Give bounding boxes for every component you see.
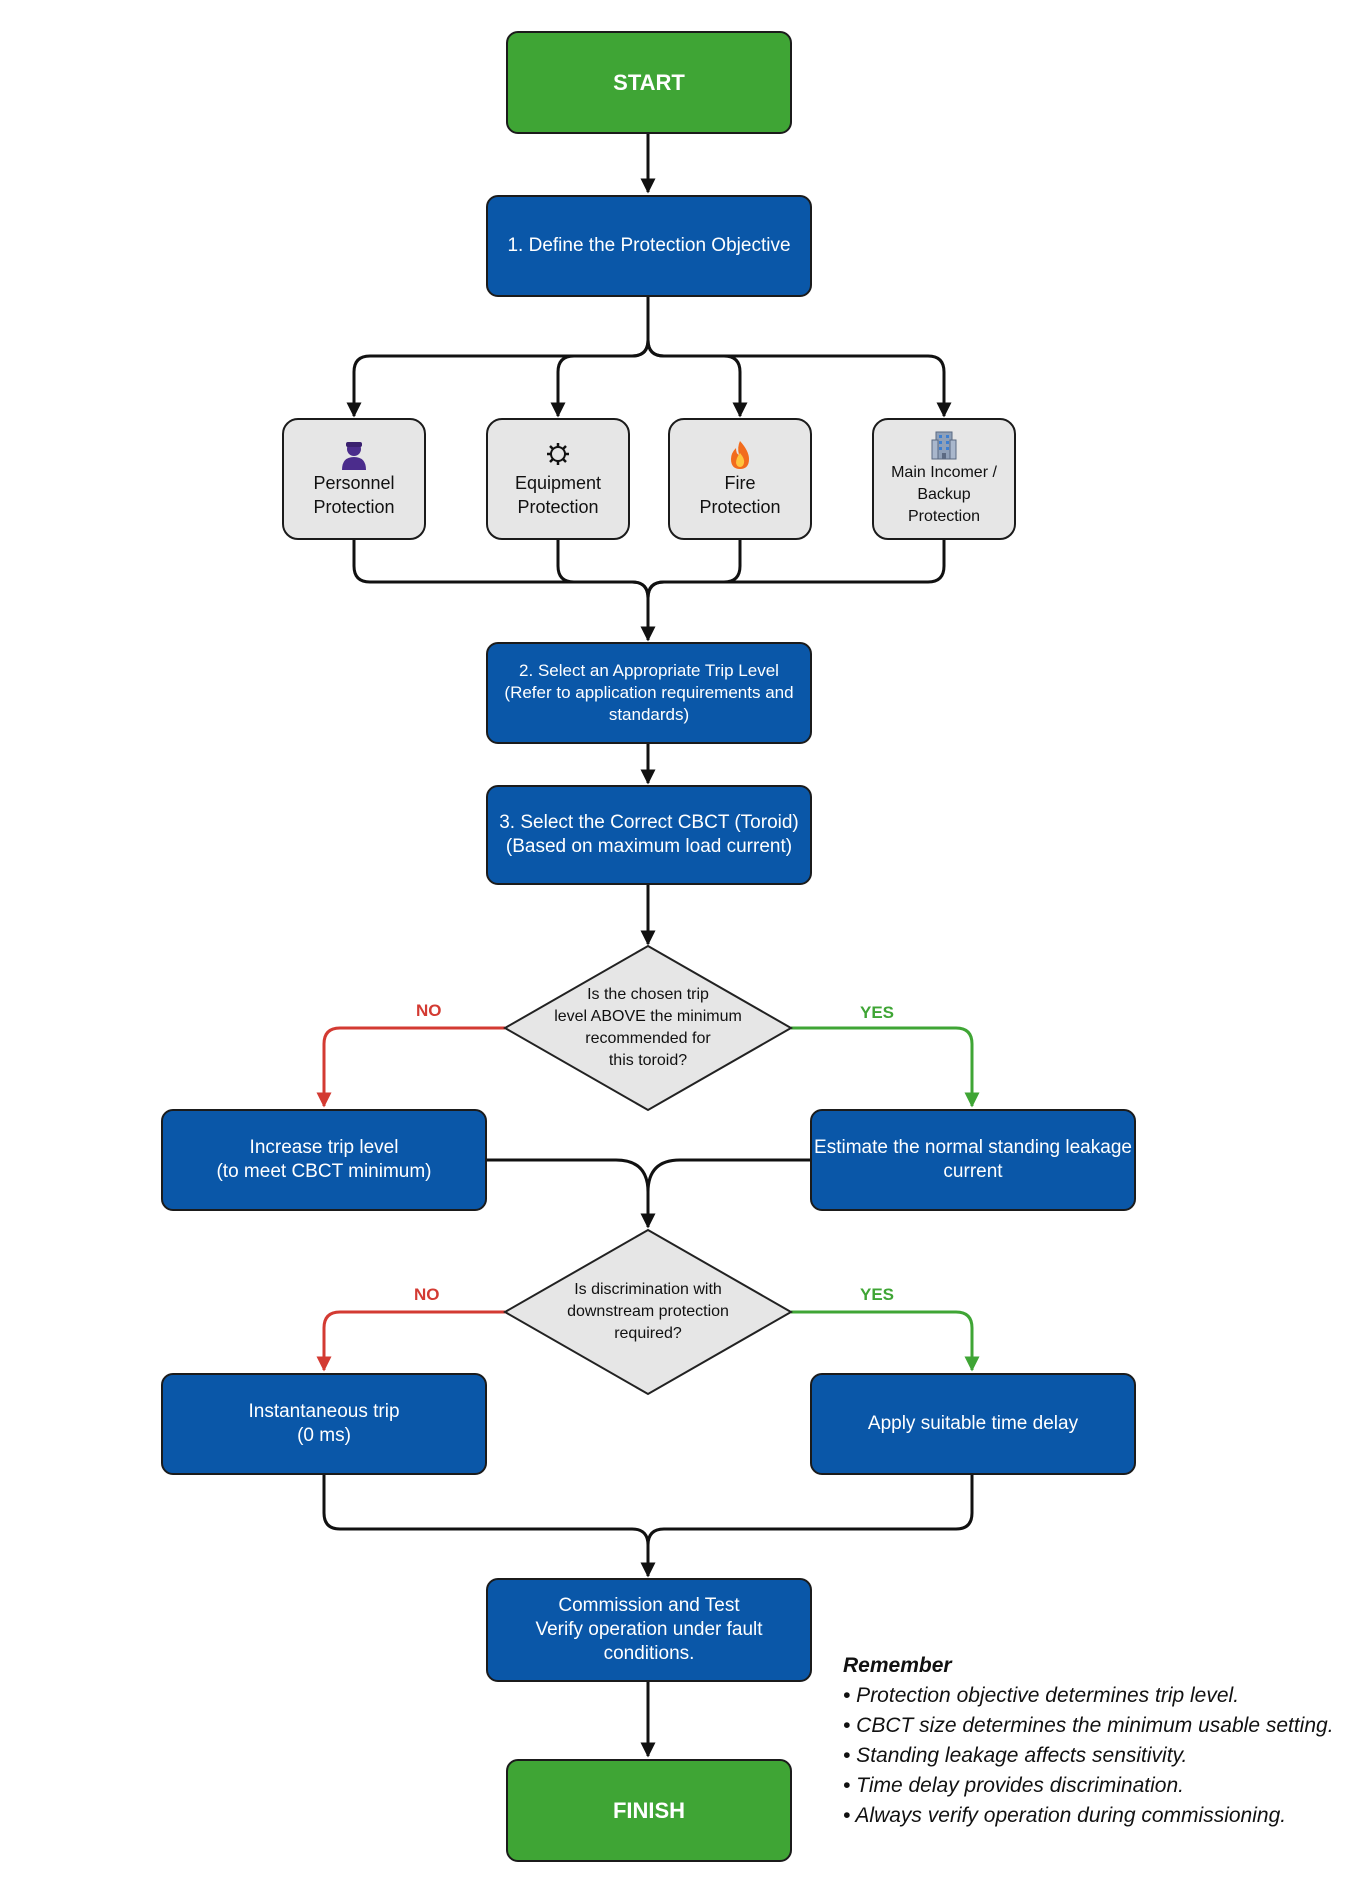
decision2-line-3: required? [614, 1325, 682, 1342]
action-increase-trip-level: Increase trip level (to meet CBCT minimu… [161, 1109, 487, 1211]
decision1-yes-label: YES [860, 1003, 895, 1022]
connector-decision1-no [316, 1026, 505, 1108]
step-commission-line-3: conditions. [603, 1643, 695, 1664]
connector-step1-equipment [550, 339, 650, 418]
decision1-line-2: level ABOVE the minimum [554, 1008, 742, 1025]
option-equipment-protection: Equipment Protection [486, 418, 630, 540]
connector-incomer-merge [646, 540, 946, 599]
decision1-line-4: this toroid? [608, 1052, 688, 1069]
option-incomer-line-3: Protection [907, 508, 981, 525]
action-instantaneous-trip: Instantaneous trip (0 ms) [161, 1373, 487, 1475]
person-icon [339, 439, 369, 470]
decision-discrimination-required: Is discrimination with downstream protec… [488, 1240, 808, 1384]
decision1-line-3: recommended for [585, 1030, 711, 1047]
remember-title: Remember [843, 1654, 952, 1677]
connector-decision1-yes [791, 1026, 980, 1108]
remember-notes: Remember • Protection objective determin… [843, 1651, 1363, 1831]
fire-icon [727, 439, 753, 469]
option-equipment-line-1: Equipment [514, 473, 602, 493]
action-instantaneous-line-2: (0 ms) [297, 1425, 351, 1446]
decision1-no-label: NO [416, 1001, 442, 1020]
option-incomer-line-1: Main Incomer / [891, 464, 997, 481]
step-select-cbct: 3. Select the Correct CBCT (Toroid) (Bas… [486, 785, 812, 885]
option-fire-protection: Fire Protection [668, 418, 812, 540]
building-icon [929, 430, 959, 460]
action-increase-line-2: (to meet CBCT minimum) [216, 1161, 432, 1182]
decision-trip-level-above-minimum: Is the chosen trip level ABOVE the minim… [488, 956, 808, 1100]
remember-note-item: • CBCT size determines the minimum usabl… [843, 1714, 1334, 1737]
connector-instant-merge [322, 1475, 650, 1546]
gear-icon [543, 439, 573, 469]
start-label: START [613, 69, 685, 95]
step-select-cbct-line-2: (Based on maximum load current) [505, 836, 793, 857]
connector-estimate-merge [646, 1158, 811, 1193]
connector-decision2-yes [791, 1310, 980, 1372]
option-personnel-line-1: Personnel [313, 473, 395, 493]
step-select-trip-level-line-1: 2. Select an Appropriate Trip Level [519, 661, 779, 680]
start-terminal: START [506, 31, 792, 134]
connector-step1-incomer [646, 339, 952, 418]
step-define-objective: 1. Define the Protection Objective [486, 195, 812, 297]
connector-step1-fire [646, 339, 748, 418]
step-commission-and-test: Commission and Test Verify operation und… [486, 1578, 812, 1682]
step-select-trip-level: 2. Select an Appropriate Trip Level (Ref… [486, 642, 812, 744]
decision1-line-1: Is the chosen trip [587, 986, 709, 1003]
action-estimate-line-1: Estimate the normal standing leakage [814, 1137, 1132, 1158]
step-select-trip-level-line-2: (Refer to application requirements and [504, 683, 794, 702]
action-estimate-standing-leakage: Estimate the normal standing leakage cur… [810, 1109, 1136, 1211]
decision2-no-label: NO [414, 1285, 440, 1304]
option-fire-line-2: Protection [699, 497, 781, 517]
step-commission-line-1: Commission and Test [558, 1595, 740, 1616]
action-apply-time-delay: Apply suitable time delay [810, 1373, 1136, 1475]
action-instantaneous-line-1: Instantaneous trip [248, 1401, 400, 1422]
finish-label: FINISH [612, 1797, 686, 1823]
remember-note-item: • Always verify operation during commiss… [843, 1804, 1287, 1827]
step-commission-line-2: Verify operation under fault [535, 1619, 763, 1640]
decision1-diamond [502, 944, 794, 1112]
connector-increase-merge [486, 1158, 650, 1193]
step-select-cbct-line-1: 3. Select the Correct CBCT (Toroid) [499, 812, 799, 833]
remember-note-item: • Protection objective determines trip l… [843, 1684, 1240, 1707]
remember-note-item: • Time delay provides discrimination. [843, 1774, 1184, 1797]
decision2-yes-label: YES [860, 1285, 895, 1304]
connector-personnel-merge [352, 540, 650, 599]
connector-delay-merge [646, 1475, 974, 1546]
connector-decision2-no [316, 1310, 505, 1372]
decision2-diamond [502, 1228, 794, 1396]
option-incomer-line-2: Backup [917, 486, 971, 503]
option-main-incomer-backup-protection: Main Incomer / Backup Protection [872, 418, 1016, 540]
step-select-trip-level-line-3: standards) [608, 705, 690, 724]
action-estimate-line-2: current [943, 1161, 1003, 1182]
option-fire-line-1: Fire [724, 473, 756, 493]
remember-note-item: • Standing leakage affects sensitivity. [843, 1744, 1188, 1767]
option-personnel-protection: Personnel Protection [282, 418, 426, 540]
finish-terminal: FINISH [506, 1759, 792, 1862]
step-define-objective-label: 1. Define the Protection Objective [507, 235, 791, 256]
option-equipment-line-2: Protection [517, 497, 599, 517]
connector-fire-merge [646, 540, 742, 599]
connector-equipment-merge [556, 540, 650, 599]
action-increase-line-1: Increase trip level [249, 1137, 399, 1158]
decision2-line-1: Is discrimination with [574, 1281, 722, 1298]
decision2-line-2: downstream protection [567, 1303, 729, 1320]
action-time-delay-line-1: Apply suitable time delay [867, 1413, 1079, 1434]
option-personnel-line-2: Protection [313, 497, 395, 517]
